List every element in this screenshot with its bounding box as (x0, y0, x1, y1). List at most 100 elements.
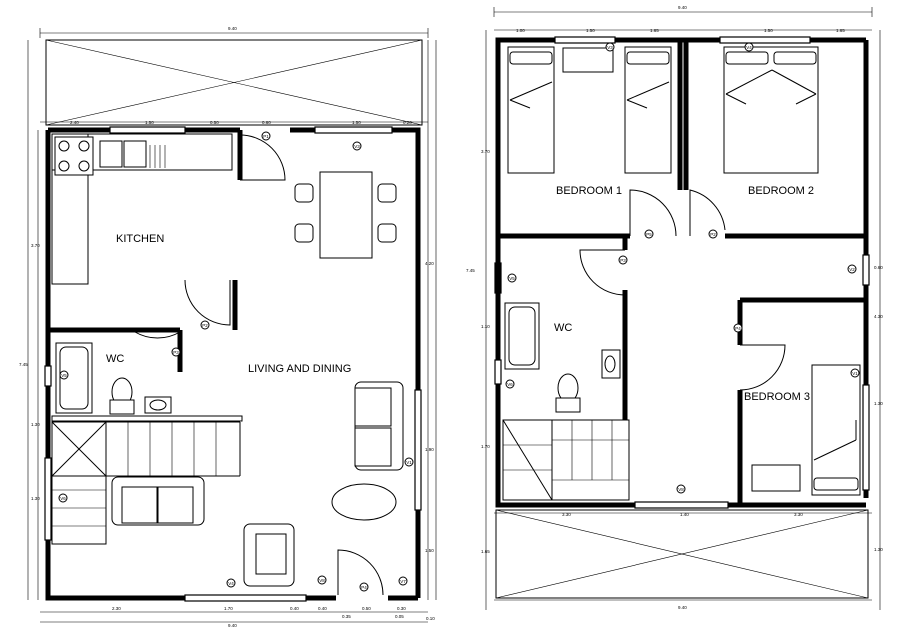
ground-terrace (45, 39, 423, 126)
sink-icon (99, 140, 123, 168)
couch (111, 476, 205, 526)
upper-left-dim-1: 3.70 (481, 149, 490, 154)
washbasin-icon (144, 396, 172, 414)
upper-inner-dim-3: 1.65 (650, 28, 659, 33)
ground-bottom-dim-3: 0.40 (290, 606, 299, 611)
coffee-table (331, 483, 397, 521)
tag-v4-upper: V4 (746, 45, 752, 50)
ground-inner-dim-3: 0.50 (210, 120, 219, 125)
living-sofa (331, 381, 404, 521)
single-bed-3 (811, 364, 861, 496)
tag-p4-ground: P4 (361, 585, 367, 590)
upper-left-dim-3: 1.10 (481, 324, 490, 329)
ground-windows (44, 126, 422, 602)
room-label-living-dining: LIVING AND DINING (248, 363, 351, 375)
upper-left-dim-4: 1.70 (481, 444, 490, 449)
tag-v5-upper: V5 (509, 276, 515, 281)
tag-p3-upper: P3 (620, 258, 626, 263)
ground-interior-walls (48, 130, 243, 422)
ground-inner-dim-5: 1.50 (352, 120, 361, 125)
stove-icon (54, 136, 94, 176)
ground-inner-dim-4: 0.60 (262, 120, 271, 125)
tag-v6-upper: V6 (507, 382, 513, 387)
single-bed-2 (624, 46, 672, 174)
ground-bottom-dim-5: 0.50 (362, 606, 371, 611)
ground-wc-fixtures (55, 342, 172, 415)
upper-floor-plan: 9.40 1.00 1.50 1.65 1.50 1.65 3.30 1.40 … (466, 5, 883, 610)
ground-floor-plan: 9.40 2.40 1.50 0.50 0.60 1.50 0.20 2.30 … (19, 26, 437, 628)
tag-p4-upper: P4 (735, 326, 741, 331)
upper-interior-walls (495, 40, 866, 505)
desk (751, 464, 801, 492)
tag-p1-ground: P1 (263, 134, 269, 139)
room-label-bedroom-3: BEDROOM 3 (744, 391, 810, 403)
upper-total-bottom-dim: 9.40 (678, 605, 687, 610)
single-bed-1 (507, 46, 555, 174)
ground-right-dim-3: 1.50 (425, 548, 434, 553)
upper-left-dim-2: 7.45 (466, 268, 475, 273)
bedroom3-bed (751, 364, 861, 496)
upper-right-dim-2: 4.30 (874, 314, 883, 319)
ground-total-bottom-dim: 9.40 (228, 623, 237, 628)
upper-top-dim: 9.40 (678, 5, 687, 10)
tag-v6-ground: V6 (60, 496, 66, 501)
upper-right-dim-1: 0.60 (874, 265, 883, 270)
upper-left-dim-5: 1.65 (481, 549, 490, 554)
ground-left-dim-2: 7.45 (19, 362, 28, 367)
tag-v7-ground: V7 (400, 579, 406, 584)
nightstand (562, 47, 614, 73)
ground-bottom-dim-4: 0.40 (318, 606, 327, 611)
upper-bottom-dim-3: 3.30 (794, 512, 803, 517)
tag-v1-ground: V1 (406, 460, 412, 465)
ground-top-dim: 9.40 (228, 26, 237, 31)
upper-inner-dim-4: 1.50 (764, 28, 773, 33)
tag-p2-ground: P2 (202, 323, 208, 328)
kitchen-counter (51, 133, 233, 285)
tag-v5-ground: V5 (61, 373, 67, 378)
ground-stairs (51, 421, 241, 545)
ground-dimension-lines (27, 28, 437, 623)
ground-doors (133, 134, 384, 596)
double-bed (723, 46, 819, 174)
upper-bottom-dim-1: 3.30 (562, 512, 571, 517)
armchair (243, 523, 295, 587)
bedroom2-bed (723, 46, 819, 174)
ground-bottom-dim-6: 0.30 (397, 606, 406, 611)
upper-tags: V3 V4 P5 P2 P3 V2 V5 P4 V1 V6 V8 (505, 42, 860, 494)
room-label-wc-upper: WC (554, 322, 572, 334)
upper-right-dim-4: 1.30 (874, 547, 883, 552)
upper-wc-fixtures (504, 302, 621, 413)
room-label-wc-ground: WC (106, 353, 124, 365)
ground-bottom-small-1: 0.35 (342, 614, 351, 619)
tag-p5-upper: P5 (646, 232, 652, 237)
washbasin-icon-upper (601, 349, 621, 379)
tag-v1-upper: V1 (852, 371, 858, 376)
upper-stairs (502, 419, 630, 501)
ground-right-dim-1: 4.20 (425, 261, 434, 266)
upper-inner-dim-2: 1.50 (586, 28, 595, 33)
ground-bottom-small-3: 0.10 (426, 616, 435, 621)
upper-bottom-dim-2: 1.40 (680, 512, 689, 517)
tag-v8-upper: V8 (678, 487, 684, 492)
room-label-bedroom-1: BEDROOM 1 (556, 185, 622, 197)
ground-bottom-dim-1: 2.30 (112, 606, 121, 611)
ground-inner-dim-6: 0.20 (403, 120, 412, 125)
upper-right-dim-3: 1.30 (874, 401, 883, 406)
tag-v8-ground: V8 (319, 578, 325, 583)
dining-table (294, 171, 397, 259)
ground-inner-dim-1: 2.40 (70, 120, 79, 125)
upper-doors (579, 189, 786, 391)
room-label-bedroom-2: BEDROOM 2 (748, 185, 814, 197)
ground-left-dim-1: 3.70 (31, 243, 40, 248)
tag-v2-upper: V2 (849, 267, 855, 272)
upper-terrace (495, 509, 869, 599)
bathtub-icon-upper (504, 302, 540, 370)
upper-windows (494, 36, 870, 509)
ground-bottom-dim-2: 1.70 (224, 606, 233, 611)
upper-inner-dim-5: 1.65 (836, 28, 845, 33)
tag-v3-upper: V3 (607, 45, 613, 50)
ground-left-dim-4: 1.30 (31, 496, 40, 501)
tag-p2-upper: P2 (710, 232, 716, 237)
ground-tags: P1 V3 P2 P3 V5 V1 V6 V4 V8 P4 V7 (58, 131, 414, 592)
